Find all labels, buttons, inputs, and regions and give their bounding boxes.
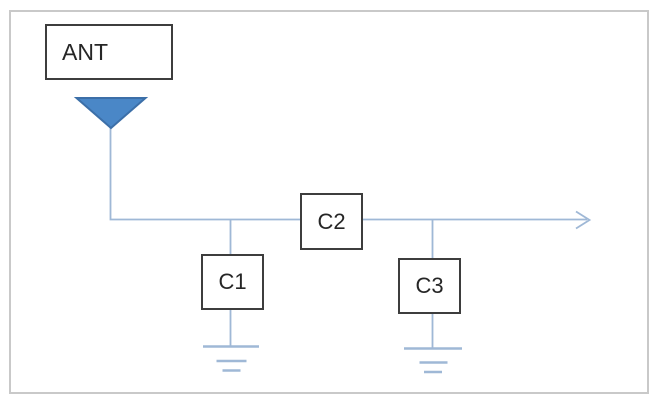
signal-bus-wire <box>109 127 587 221</box>
antenna-icon <box>73 97 149 130</box>
c3-block: C3 <box>398 258 461 314</box>
c2-block-label: C2 <box>317 208 346 234</box>
c1-block: C1 <box>201 254 264 310</box>
c3-block-label: C3 <box>415 273 444 298</box>
antenna-block: ANT <box>45 24 173 80</box>
ground-icon <box>203 345 259 372</box>
antenna-block-label: ANT <box>62 38 108 65</box>
ground-icon <box>404 347 462 374</box>
c2-block: C2 <box>300 193 363 250</box>
arrow-right-icon <box>575 210 592 230</box>
c1-block-label: C1 <box>218 269 247 294</box>
